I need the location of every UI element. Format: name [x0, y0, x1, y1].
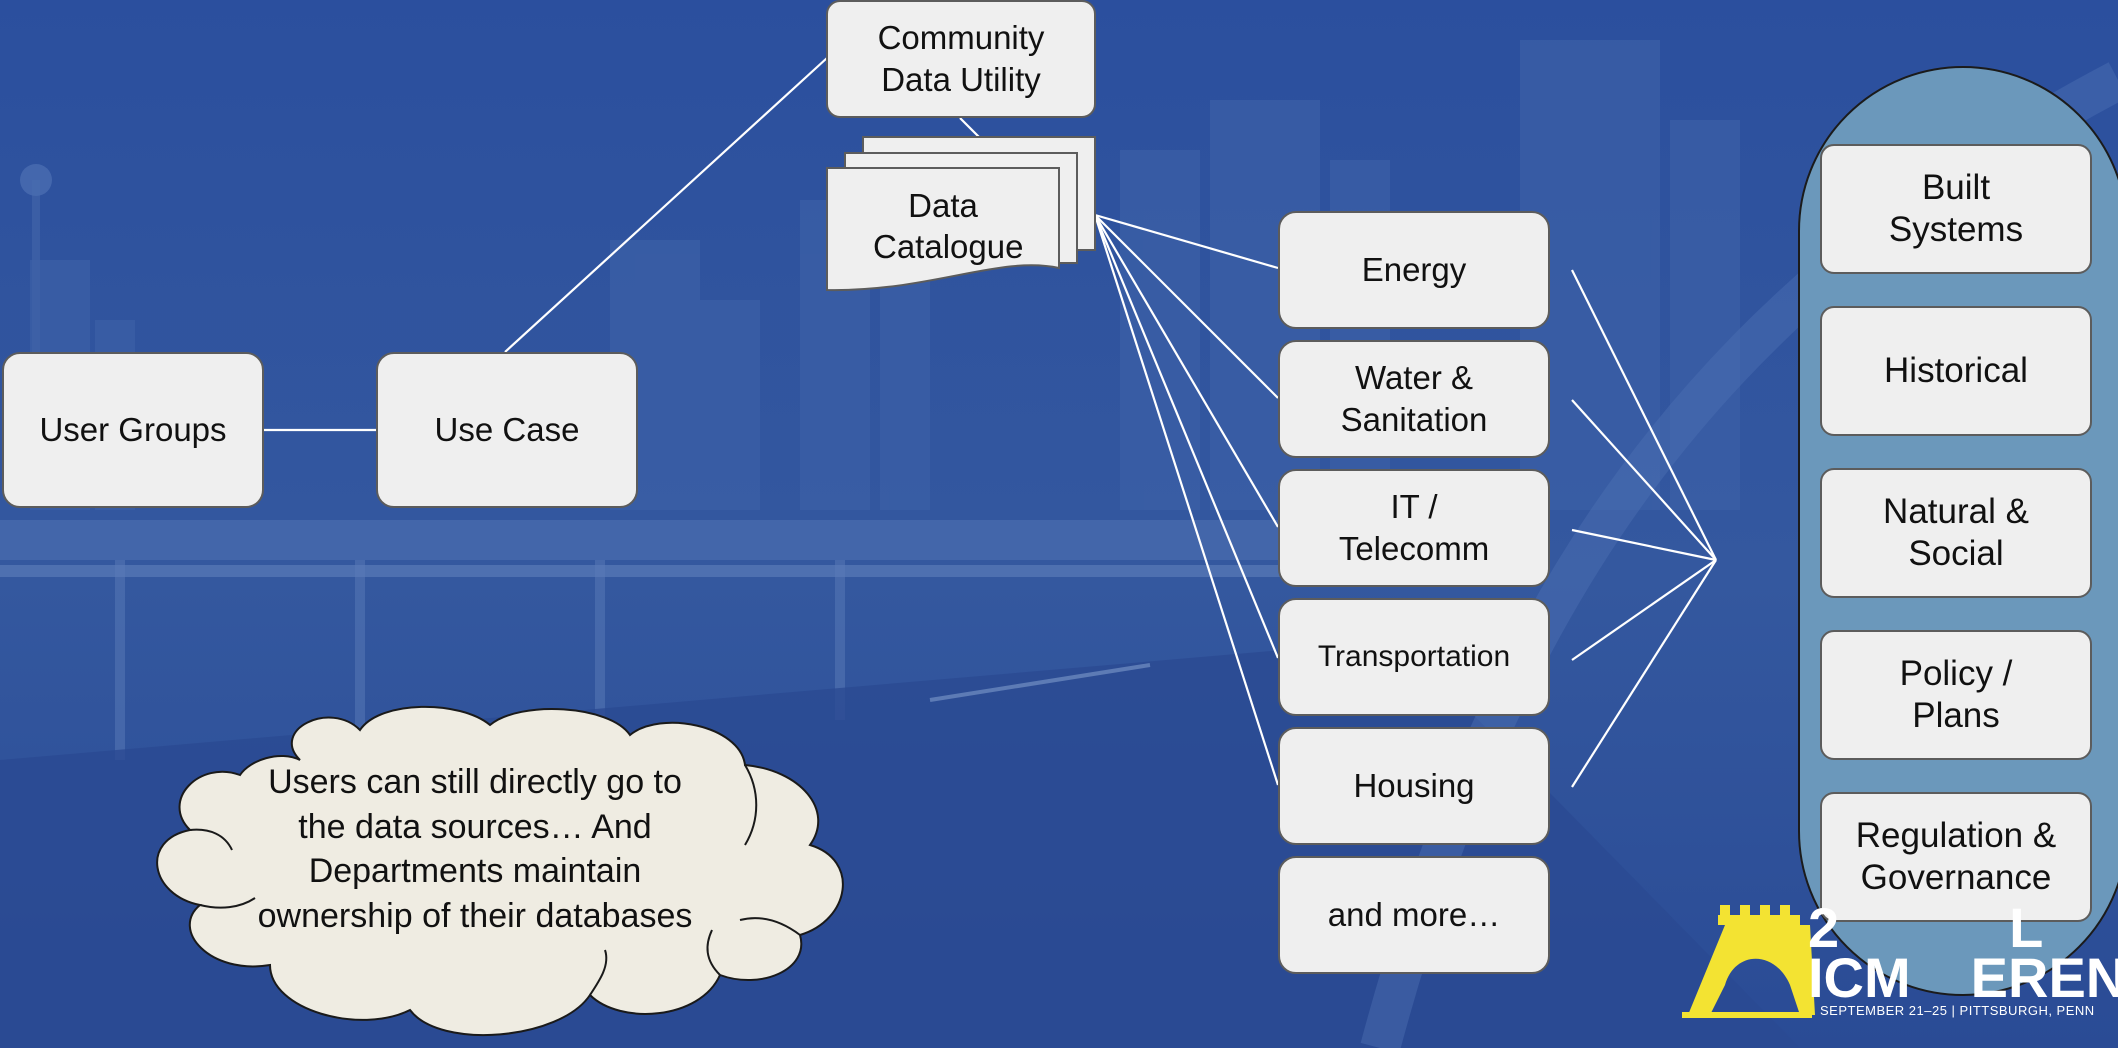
department-transportation: Transportation	[1278, 598, 1550, 716]
category-label: Regulation & Governance	[1855, 816, 2057, 897]
department-label: Energy	[1361, 251, 1467, 288]
link-it-hub	[1571, 528, 1717, 562]
use-case-node: Use Case	[376, 352, 638, 508]
link-housing-hub	[1571, 559, 1717, 788]
logo-caption: SEPTEMBER 21–25 | PITTSBURGH, PENN	[1820, 1003, 2095, 1018]
user-groups-node: User Groups	[2, 352, 264, 508]
department-it-telecomm: IT / Telecomm	[1278, 469, 1550, 587]
link-catalogue-housing	[1093, 214, 1280, 786]
community-data-utility-node: Community Data Utility	[826, 0, 1096, 118]
department-energy: Energy	[1278, 211, 1550, 329]
department-label: Housing	[1353, 767, 1475, 804]
category-label: Built Systems	[1888, 168, 2024, 249]
department-and-more: and more…	[1278, 856, 1550, 974]
category-natural-social: Natural & Social	[1820, 468, 2092, 598]
department-label: Transportation	[1317, 640, 1511, 673]
link-energy-hub	[1571, 269, 1717, 561]
link-catalogue-transportation	[1093, 214, 1280, 659]
data-catalogue-label-wrap: Data Catalogue	[827, 185, 1059, 267]
department-housing: Housing	[1278, 727, 1550, 845]
link-water-hub	[1571, 399, 1717, 561]
department-water-sanitation: Water & Sanitation	[1278, 340, 1550, 458]
link-catalogue-it	[1094, 214, 1279, 528]
department-label: IT / Telecomm	[1338, 488, 1490, 567]
category-label: Natural & Social	[1883, 492, 2029, 573]
callout-text: Users can still directly go to the data …	[257, 763, 693, 935]
use-case-label: Use Case	[434, 411, 580, 448]
category-historical: Historical	[1820, 306, 2092, 436]
category-policy-plans: Policy / Plans	[1820, 630, 2092, 760]
link-catalogue-energy	[1094, 213, 1279, 270]
bridge-logo	[1682, 905, 1815, 1018]
community-data-utility-label: Community Data Utility	[877, 19, 1045, 98]
category-built-systems: Built Systems	[1820, 144, 2092, 274]
link-utility-catalogue	[959, 117, 981, 139]
user-groups-label: User Groups	[39, 411, 227, 448]
department-label: Water & Sanitation	[1340, 359, 1488, 438]
link-catalogue-water	[1094, 214, 1279, 399]
data-catalogue-label: Data Catalogue	[873, 187, 1024, 265]
department-label: and more…	[1327, 896, 1501, 933]
link-transportation-hub	[1571, 559, 1717, 661]
category-label: Policy / Plans	[1899, 654, 2013, 735]
category-regulation-governance: Regulation & Governance	[1820, 792, 2092, 922]
link-usecase-utility	[504, 57, 828, 353]
data-catalogue-shape	[826, 136, 1096, 292]
category-label: Historical	[1884, 351, 2028, 390]
